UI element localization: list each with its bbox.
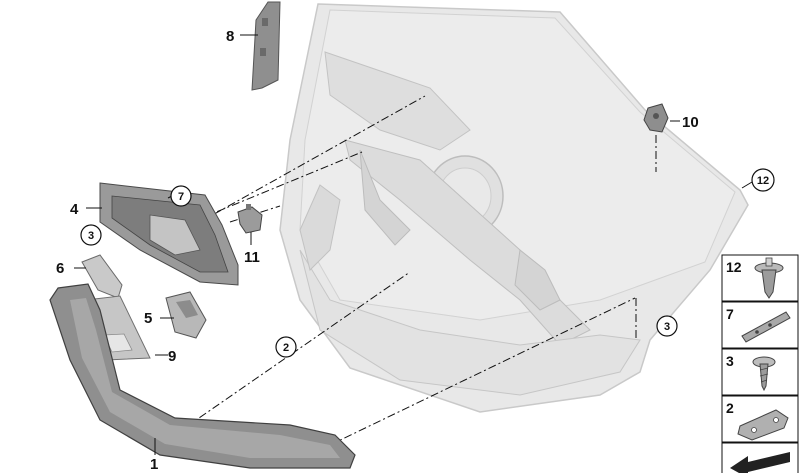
screw-icon: [752, 356, 776, 392]
fastener-legend: 12 7 3: [721, 254, 799, 473]
legend-number-2: 2: [726, 400, 734, 416]
bracket-icon: [737, 409, 789, 441]
part-1-armrest: [49, 283, 356, 469]
part-10-clip: [643, 103, 669, 133]
callout-5: 5: [144, 310, 152, 327]
clip-strip-icon: [741, 311, 791, 343]
legend-number-7: 7: [726, 306, 734, 322]
legend-item-2: 2: [721, 395, 799, 443]
part-8-trim-strip: [251, 1, 281, 91]
legend-item-12: 12: [721, 254, 799, 302]
callout-ticks: [74, 34, 753, 455]
legend-item-3: 3: [721, 348, 799, 396]
callout-6: 6: [56, 260, 64, 277]
callout-9: 9: [168, 348, 176, 365]
callout-2: 2: [283, 342, 289, 354]
door-trim-panel: [279, 3, 749, 413]
circled-callout-12: 12: [751, 168, 775, 192]
legend-number-12: 12: [726, 259, 742, 275]
circled-callout-2: 2: [275, 336, 297, 358]
legend-item-arrow: [721, 442, 799, 473]
callout-1: 1: [150, 456, 158, 473]
arrow-icon: [730, 452, 790, 473]
part-5-switch-unit: [165, 291, 207, 339]
callout-4: 4: [70, 201, 79, 218]
circled-callout-3a: 3: [80, 224, 102, 246]
push-rivet-icon: [754, 257, 784, 299]
callout-11: 11: [244, 249, 260, 266]
callout-3a: 3: [88, 230, 94, 242]
callout-10: 10: [682, 114, 699, 131]
legend-number-3: 3: [726, 353, 734, 369]
callout-7: 7: [178, 191, 184, 203]
part-11-bracket: [237, 204, 263, 234]
part-4-handle-bezel: [99, 182, 239, 286]
circled-callout-3b: 3: [656, 315, 678, 337]
callout-12: 12: [757, 175, 769, 187]
legend-item-7: 7: [721, 301, 799, 349]
callout-3b: 3: [664, 321, 670, 333]
callout-8: 8: [226, 28, 234, 45]
part-6-cover-cap: [81, 254, 123, 299]
circled-callout-7: 7: [170, 185, 192, 207]
